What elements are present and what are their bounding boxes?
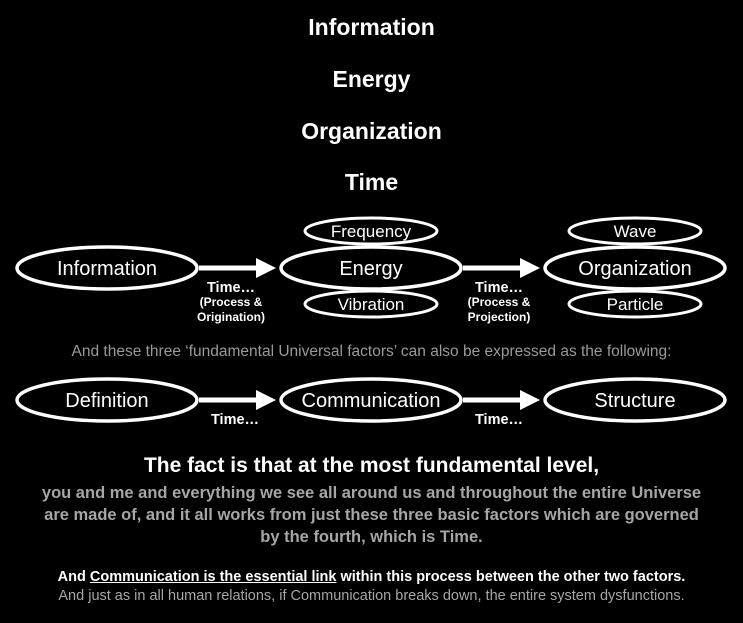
node-frequency: Frequency bbox=[303, 216, 439, 246]
arrow2-process-label: (Process & bbox=[468, 295, 531, 309]
node-communication: Communication bbox=[279, 377, 463, 423]
arrow1-origination-label: Origination) bbox=[197, 310, 265, 324]
fact-body: you and me and everything we see all aro… bbox=[41, 484, 702, 546]
node-structure: Structure bbox=[543, 377, 727, 423]
fact-title: The fact is that at the most fundamental… bbox=[143, 454, 600, 477]
closing-line2: And just as in all human relations, if C… bbox=[58, 588, 685, 604]
arrow2-time-label: Time… bbox=[475, 280, 523, 296]
node-energy: Energy bbox=[279, 245, 463, 291]
arrow2-projection-label: Projection) bbox=[468, 310, 531, 324]
node-organization: Organization bbox=[543, 245, 727, 291]
heading-organization: Organization bbox=[301, 118, 442, 144]
heading-information: Information bbox=[308, 14, 435, 40]
node-wave: Wave bbox=[567, 216, 703, 246]
row2-arrow1-time-label: Time… bbox=[211, 412, 259, 428]
node-wave-label: Wave bbox=[614, 222, 657, 241]
closing-underlined: Communication is the essential link bbox=[89, 569, 337, 585]
node-definition-label: Definition bbox=[65, 390, 148, 412]
node-frequency-label: Frequency bbox=[331, 222, 412, 241]
heading-time: Time bbox=[344, 169, 399, 195]
node-vibration: Vibration bbox=[303, 289, 439, 319]
arrow1-process-label: (Process & bbox=[200, 295, 263, 309]
closing-part2: within this process between the other tw… bbox=[336, 569, 686, 585]
node-particle: Particle bbox=[567, 289, 703, 319]
node-structure-label: Structure bbox=[594, 390, 675, 412]
closing-statement: And Communication is the essential link … bbox=[0, 568, 743, 587]
node-energy-label: Energy bbox=[339, 258, 402, 280]
node-information-label: Information bbox=[57, 258, 157, 280]
subtitle: And these three ‘fundamental Universal f… bbox=[71, 343, 672, 360]
arrow1-time-label: Time… bbox=[207, 280, 255, 296]
closing-part1: And bbox=[57, 569, 90, 585]
node-vibration-label: Vibration bbox=[338, 295, 405, 314]
node-organization-label: Organization bbox=[578, 258, 691, 280]
node-particle-label: Particle bbox=[607, 295, 664, 314]
node-definition: Definition bbox=[15, 377, 199, 423]
row2-arrow2-time-label: Time… bbox=[475, 412, 523, 428]
heading-energy: Energy bbox=[332, 66, 411, 92]
node-information: Information bbox=[15, 245, 199, 291]
node-communication-label: Communication bbox=[302, 390, 441, 412]
